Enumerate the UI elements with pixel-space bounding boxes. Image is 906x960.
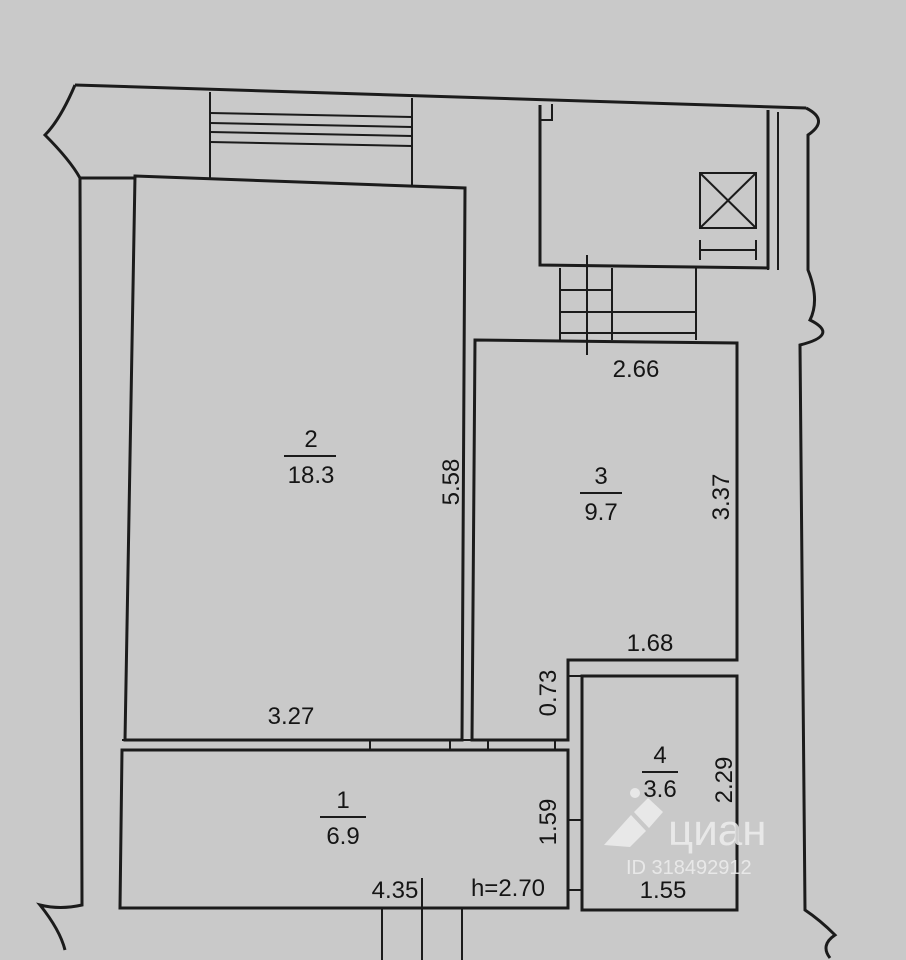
dim-room1-width: 4.35 [372,877,419,904]
room-3-area: 9.7 [584,499,617,526]
room-2-area: 18.3 [288,462,335,489]
dim-room1-height: 1.59 [535,799,562,846]
dim-room3-notch-width: 1.68 [627,630,674,657]
dim-room2-width: 3.27 [268,703,315,730]
ventilation-shaft-icon [699,172,757,260]
room-1-outline [118,748,570,910]
room-3-number: 3 [594,463,607,490]
cian-logo-icon [604,788,663,847]
room-4-outline [580,674,739,912]
watermark-brand: циан [668,806,767,855]
room-1-number: 1 [336,787,349,814]
window-top [209,92,413,186]
cian-watermark: циан ID 318492912 [604,788,767,879]
balcony [538,104,779,355]
internal-wall-lines [122,675,582,891]
outer-walls [36,83,838,959]
room-1-area: 6.9 [326,823,359,850]
room-4-number: 4 [653,742,666,769]
dim-room3-notch-height: 0.73 [535,670,562,717]
ceiling-height: h=2.70 [471,875,545,902]
dim-room4-width: 1.55 [640,877,687,904]
watermark-id: ID 318492912 [626,857,752,879]
room-4-area: 3.6 [643,776,676,803]
dim-room2-height: 5.58 [438,459,465,506]
dim-room3-right: 3.37 [708,474,735,521]
entrance-door [381,878,463,960]
dim-room3-top: 2.66 [613,356,660,383]
room-2-number: 2 [304,426,317,453]
dim-room4-height: 2.29 [711,757,738,804]
